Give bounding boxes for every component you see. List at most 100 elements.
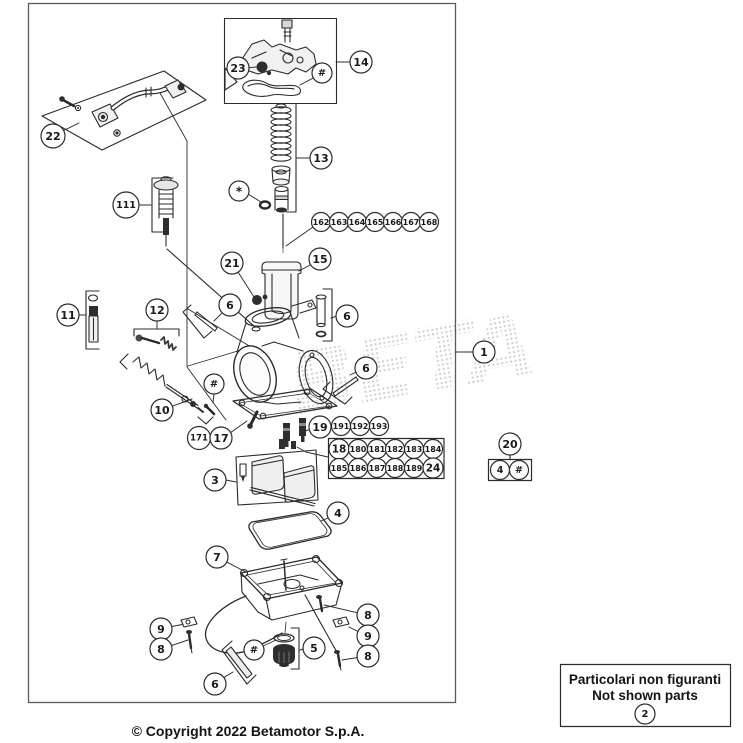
part-bottom-hardware [180, 594, 350, 685]
callout-10-21: 10 [150, 398, 174, 422]
callout-star-5: * [228, 180, 250, 202]
callout-13-4: 13 [309, 146, 333, 170]
svg-text:184: 184 [425, 445, 442, 454]
callout-3-41: 3 [203, 468, 227, 492]
callout-166-11: 166 [382, 211, 404, 233]
callout-188-38: 188 [384, 457, 406, 479]
callout-168-13: 168 [418, 211, 440, 233]
svg-text:21: 21 [224, 257, 239, 270]
svg-text:5: 5 [310, 642, 318, 655]
svg-text:#: # [250, 645, 258, 656]
svg-text:12: 12 [149, 304, 164, 317]
svg-text:18: 18 [332, 444, 347, 456]
callout-182-32: 182 [384, 438, 406, 460]
svg-text:7: 7 [213, 551, 221, 564]
svg-text:165: 165 [367, 218, 384, 227]
svg-text:191: 191 [333, 422, 350, 431]
callout-4-42: 4 [326, 501, 350, 525]
callout-9-50: 9 [356, 624, 380, 648]
not-shown-parts-box [559, 663, 732, 728]
choke-leader-line [166, 248, 256, 328]
svg-text:6: 6 [226, 299, 234, 312]
callout-11-19: 11 [56, 303, 80, 327]
callout-163-8: 163 [328, 211, 350, 233]
part-choke-assembly [151, 176, 261, 332]
part-throttle-slide [252, 261, 302, 320]
svg-text:22: 22 [45, 130, 60, 143]
svg-text:193: 193 [371, 422, 388, 431]
callout-24-40: 24 [422, 457, 444, 479]
callout-6-48: 6 [203, 672, 227, 696]
callout-6-16: 6 [218, 293, 242, 317]
callout-183-33: 183 [403, 438, 425, 460]
callout-23-1: 23 [226, 56, 250, 80]
svg-text:8: 8 [157, 643, 165, 656]
callout-192-27: 192 [349, 415, 371, 437]
svg-text:14: 14 [353, 56, 369, 69]
callout-7-43: 7 [205, 545, 229, 569]
svg-text:4: 4 [497, 465, 504, 476]
svg-text:4: 4 [334, 507, 342, 520]
leader-lines [63, 61, 474, 678]
svg-text:15: 15 [312, 253, 327, 266]
callout-4-54: 4 [489, 459, 511, 481]
svg-text:#: # [210, 379, 218, 390]
callout-21-14: 21 [220, 251, 244, 275]
svg-text:#: # [515, 465, 523, 476]
svg-text:10: 10 [154, 404, 170, 417]
callout-191-26: 191 [330, 415, 352, 437]
svg-text:187: 187 [369, 464, 386, 473]
callout-hash-55: # [508, 459, 530, 481]
svg-text:19: 19 [312, 421, 327, 434]
svg-text:171: 171 [190, 434, 208, 444]
svg-text:167: 167 [403, 218, 420, 227]
callout-6-18: 6 [354, 356, 378, 380]
svg-text:192: 192 [352, 422, 369, 431]
part-left-small-parts [85, 290, 216, 425]
callout-164-9: 164 [346, 211, 368, 233]
part-shaft-pins [182, 288, 359, 405]
diagram-border [27, 2, 457, 704]
part-bowl-gasket [248, 511, 332, 550]
callout-22-0: 22 [40, 123, 66, 149]
callout-grid-box [296, 437, 445, 480]
svg-text:17: 17 [213, 432, 228, 445]
part-top-cover-assembly [223, 17, 338, 105]
callout-8-49: 8 [356, 603, 380, 627]
svg-text:185: 185 [331, 464, 348, 473]
svg-text:*: * [236, 185, 243, 199]
svg-text:13: 13 [313, 152, 328, 165]
callout-171-23: 171 [186, 425, 212, 451]
svg-text:183: 183 [406, 445, 423, 454]
callout-167-12: 167 [400, 211, 422, 233]
callout-165-10: 165 [364, 211, 386, 233]
svg-text:111: 111 [116, 200, 136, 211]
not-shown-text-english: Not shown parts [592, 688, 698, 703]
callout-8-51: 8 [356, 644, 380, 668]
svg-text:#: # [318, 68, 326, 79]
svg-text:6: 6 [343, 310, 351, 323]
callout-184-34: 184 [422, 438, 444, 460]
callout-187-37: 187 [366, 457, 388, 479]
svg-text:8: 8 [364, 650, 372, 663]
svg-text:162: 162 [313, 218, 330, 227]
not-shown-text-italian: Particolari non figuranti [569, 672, 721, 687]
callout-186-36: 186 [347, 457, 369, 479]
svg-text:24: 24 [426, 463, 441, 475]
callout-8-45: 8 [149, 637, 173, 661]
svg-text:9: 9 [157, 623, 165, 636]
callout-5-47: 5 [302, 636, 326, 660]
callout-17-24: 17 [209, 426, 233, 450]
svg-text:188: 188 [387, 464, 404, 473]
callout-9-44: 9 [149, 617, 173, 641]
svg-text:20: 20 [502, 438, 518, 451]
callout-111-6: 111 [112, 191, 140, 219]
svg-text:164: 164 [349, 218, 366, 227]
part-carburetor-body [232, 299, 338, 447]
callout-15-15: 15 [308, 247, 332, 271]
callout-12-20: 12 [145, 298, 169, 322]
svg-text:163: 163 [331, 218, 348, 227]
